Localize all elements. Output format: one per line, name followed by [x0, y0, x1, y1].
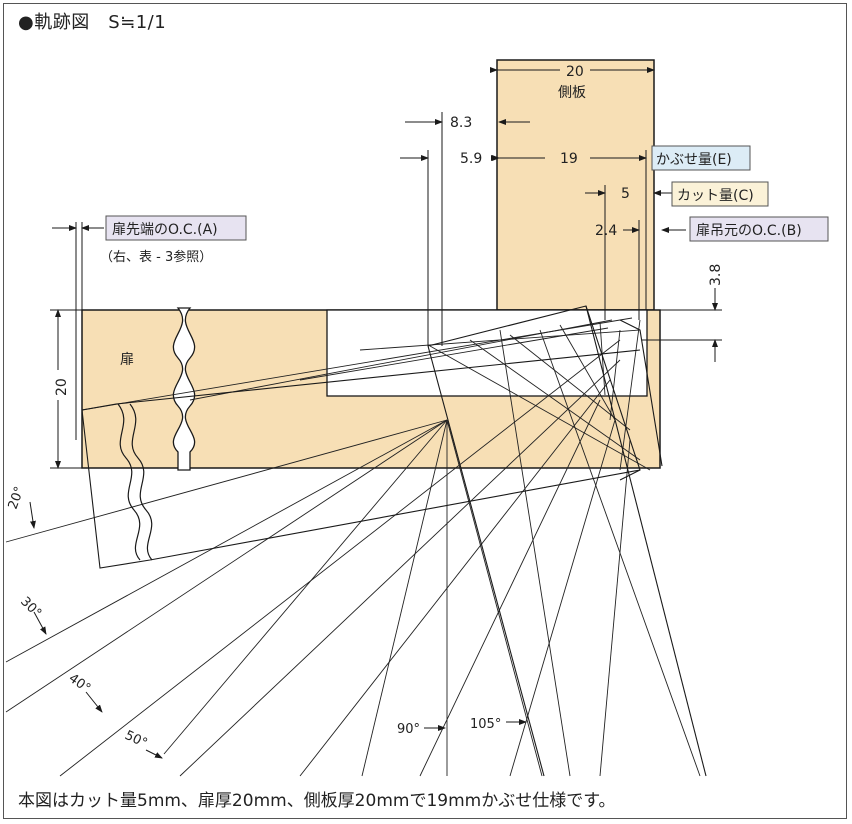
angle-30-label: 30° [17, 594, 44, 621]
door-thickness-label: 20 [54, 378, 70, 396]
angle-40-label: 40° [66, 671, 93, 697]
figure-title: ●軌跡図 S≒1/1 [18, 12, 167, 33]
dim-oc-a [52, 222, 104, 440]
box-oc-b [689, 216, 829, 242]
cut-c-label: カット量(C) [677, 188, 754, 204]
door-label: 扉 [120, 352, 134, 368]
rotated-door-outlines [81, 305, 707, 777]
rotated-door-break [117, 403, 141, 561]
angle-20-arrow [29, 501, 36, 529]
dim-83-label: 8.3 [450, 115, 472, 131]
oc-b-label: 扉吊元のO.C.(B) [696, 223, 802, 239]
dim-59-19 [400, 150, 647, 346]
dim-24 [623, 220, 686, 320]
footnote: 本図はカット量5mm、扉厚20mm、側板厚20mmで19mmかぶせ仕様です。 [18, 791, 616, 811]
dim-24-label: 2.4 [595, 223, 617, 239]
dim-59-label: 5.9 [460, 151, 482, 167]
side-panel-label: 側板 [558, 85, 586, 101]
angle-50-label: 50° [122, 728, 149, 751]
box-cut-c [671, 181, 769, 207]
dim-5 [585, 185, 672, 320]
overlay-e-label: かぶせ量(E) [656, 152, 732, 168]
oc-a-note: （右、表 - 3参照） [100, 249, 212, 265]
trajectory-lines [5, 317, 701, 777]
dim-83 [405, 112, 530, 346]
box-overlay-e [651, 145, 751, 171]
dim-38 [642, 288, 722, 362]
angle-20-label: 20° [6, 485, 28, 512]
box-oc-a [105, 215, 247, 241]
rotated-door-break-2 [129, 403, 153, 561]
oc-a-label: 扉先端のO.C.(A) [112, 222, 218, 238]
dim-door-thickness [50, 309, 82, 469]
angle-105-label: 105° [470, 717, 501, 732]
angle-50-arrow [145, 749, 163, 759]
dim-38-label: 3.8 [708, 264, 724, 286]
angle-30-arrow [33, 611, 47, 635]
side-width-label: 20 [566, 64, 584, 80]
angle-40-arrow [85, 691, 103, 713]
dim-19-label: 19 [560, 151, 578, 167]
door-break [172, 307, 196, 471]
angle-90-label: 90° [397, 722, 420, 737]
dim-5-label: 5 [621, 186, 630, 202]
